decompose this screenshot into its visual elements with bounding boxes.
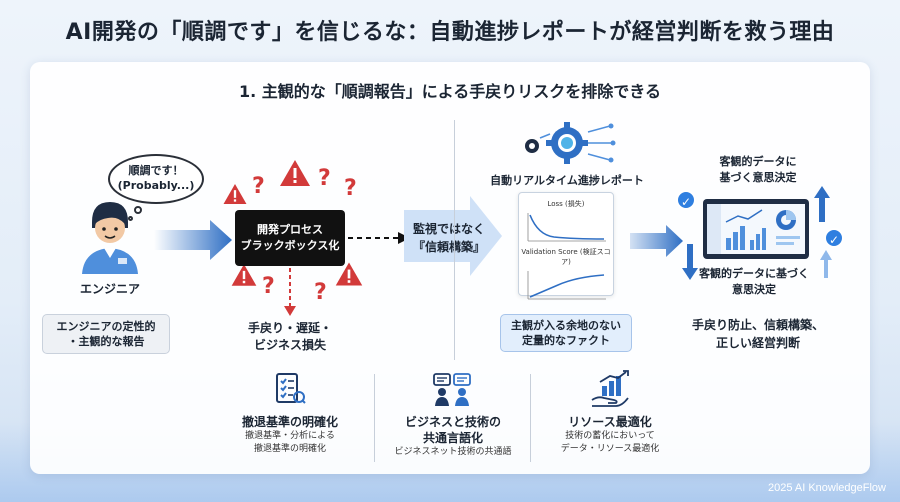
- blackbox-line-1: 開発プロセス: [257, 222, 323, 236]
- section-title: 1. 主観的な「順調報告」による手戻りリスクを排除できる: [239, 82, 661, 101]
- question-mark-icon: ?: [344, 176, 357, 201]
- content-card: 1. 主観的な「順調報告」による手戻りリスクを排除できる 順調です！ (Prob…: [30, 62, 870, 474]
- progress-report-card: Loss (損失) Validation Score (検証スコア): [518, 192, 614, 300]
- check-icon: ✓: [676, 190, 696, 210]
- engineer-label: エンジニア: [79, 282, 140, 296]
- warning-icon: [280, 160, 310, 186]
- conversation-icon: [433, 373, 471, 406]
- risk-line-1: 手戻り・遅延・: [247, 321, 332, 335]
- trust-line-2: 『信頼構築』: [412, 240, 485, 254]
- top-line-2: 基づく意思決定: [719, 170, 797, 184]
- trust-arrow-icon: [404, 196, 502, 276]
- report-title: 自動リアルタイム進捗レポート: [490, 174, 644, 187]
- feature-2-sub-1: ビジネスネット技術の共通語: [394, 447, 512, 458]
- bubble-line-2: (Probably...): [117, 179, 195, 192]
- subjective-report-box: エンジニアの定性的 ・主観的な報告: [42, 314, 170, 354]
- loss-label: Loss (損失): [547, 200, 585, 208]
- feature-3-sub-2: データ・リソース最適化: [560, 443, 660, 454]
- dashed-arrow-right-icon: [348, 232, 410, 244]
- feature-divider: [530, 374, 531, 462]
- footer-credit: 2025 AI KnowledgeFlow: [767, 482, 886, 494]
- feature-exit-criteria: 撤退基準の明確化 撤退基準・分析による 撤退基準の明確化: [206, 414, 374, 455]
- blackbox-process: 開発プロセス ブラックボックス化: [235, 210, 345, 266]
- bubble-tail-dot: [128, 216, 133, 221]
- arrow-down-icon: [682, 244, 698, 280]
- report-line-1: エンジニアの定性的: [56, 319, 156, 333]
- trust-line-1: 監視ではなく: [412, 222, 485, 236]
- feature-common-language: ビジネスと技術の 共通言語化 ビジネスネット技術の共通語: [376, 414, 530, 459]
- dashed-arrow-down-icon: [284, 268, 296, 316]
- objective-decision-top: 客観的データに 基づく意思決定: [698, 154, 818, 186]
- trust-label: 監視ではなく 『信頼構築』: [406, 220, 492, 256]
- fact-line-2: 定量的なファクト: [522, 334, 610, 347]
- check-icon: ✓: [824, 228, 844, 248]
- blackbox-line-2: ブラックボックス化: [240, 239, 340, 252]
- top-line-1: 客観的データに: [719, 155, 797, 168]
- validation-chart: [527, 271, 606, 300]
- risk-label: 手戻り・遅延・ ビジネス損失: [226, 320, 354, 355]
- mid-line-2: 意思決定: [732, 282, 776, 296]
- flow-arrow-icon: [154, 220, 232, 260]
- result-label: 手戻り防止、信頼構築、 正しい経営判断: [678, 316, 838, 352]
- feature-1-sub-2: 撤退基準の明確化: [253, 443, 326, 454]
- question-mark-icon: ?: [252, 174, 265, 199]
- fact-line-1: 主観が入る余地のない: [511, 318, 621, 332]
- feature-2-title-2: 共通言語化: [422, 431, 483, 446]
- mid-line-1: 客観的データに基づく: [699, 267, 809, 280]
- resource-growth-icon: [591, 370, 629, 407]
- question-mark-icon: ?: [262, 274, 275, 299]
- engineer-icon: [82, 202, 138, 274]
- bubble-line-1: 順調です！: [128, 164, 184, 178]
- checklist-icon: [276, 373, 306, 404]
- feature-2-title: ビジネスと技術の: [404, 415, 501, 429]
- arrow-up-icon: [814, 186, 830, 222]
- speech-bubble: 順調です！ (Probably...): [108, 154, 204, 204]
- page-title: AI開発の「順調です」を信じるな：自動進捗レポートが経営判断を救う理由: [65, 20, 835, 45]
- feature-resource-optimization: リソース最適化 技術の蓄化においって データ・リソース最適化: [532, 414, 688, 455]
- section-divider: [454, 120, 455, 360]
- bubble-tail-dot: [134, 206, 142, 214]
- flow-arrow-icon: [630, 225, 683, 257]
- feature-1-sub-1: 撤退基準・分析による: [245, 431, 335, 442]
- warning-icon: [335, 262, 363, 286]
- warning-icon: [231, 264, 257, 286]
- feature-1-title: 撤退基準の明確化: [241, 415, 338, 429]
- validation-label: Validation Score (検証スコア): [521, 248, 611, 266]
- report-line-2: ・主観的な報告: [67, 335, 145, 348]
- warning-icon: [223, 184, 247, 204]
- feature-3-title: リソース最適化: [568, 415, 652, 429]
- objective-decision-mid: 客観的データに基づく 意思決定: [686, 266, 822, 298]
- loss-chart: [527, 213, 606, 242]
- dashboard-monitor-icon: [703, 199, 809, 259]
- risk-line-2: ビジネス損失: [253, 338, 326, 353]
- question-mark-icon: ?: [314, 280, 327, 305]
- question-mark-icon: ?: [318, 166, 331, 191]
- feature-3-sub-1: 技術の蓄化においって: [565, 431, 655, 442]
- arrow-up-small-icon: [820, 250, 832, 278]
- feature-divider: [374, 374, 375, 462]
- result-line-2: 正しい経営判断: [715, 336, 800, 350]
- result-line-1: 手戻り防止、信頼構築、: [691, 318, 824, 332]
- quantitative-fact-box: 主観が入る余地のない 定量的なファクト: [500, 314, 632, 352]
- gear-network-icon: [525, 122, 616, 164]
